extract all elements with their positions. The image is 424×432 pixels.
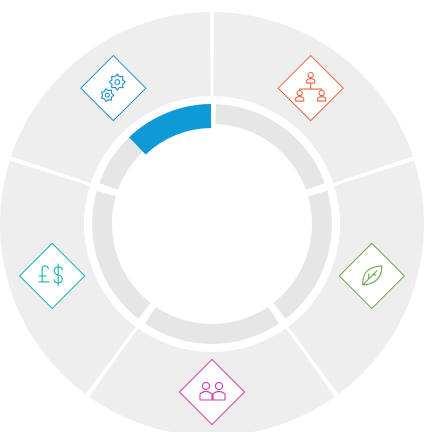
track-organisation: [215, 104, 325, 190]
leaf-icon: [338, 242, 406, 310]
leaf-icon-glyph: [362, 265, 383, 286]
diamond-frame: [178, 358, 246, 426]
track-finance: [91, 190, 151, 319]
track-people: [144, 306, 280, 344]
progress-arc: [129, 104, 212, 155]
diamond-frame: [18, 242, 86, 310]
inner-track: [91, 104, 333, 344]
currency-icon-glyph: [38, 263, 63, 287]
org-chart-icon: [277, 54, 344, 122]
gears-icon: [80, 54, 147, 122]
people-icon-glyph: [199, 381, 226, 401]
segment-icons: [18, 54, 406, 426]
org-chart-icon-glyph: [295, 71, 327, 102]
currency-icon: [18, 242, 86, 310]
people-icon: [178, 358, 246, 426]
track-environment: [273, 190, 333, 319]
gears-icon-glyph: [100, 73, 126, 102]
